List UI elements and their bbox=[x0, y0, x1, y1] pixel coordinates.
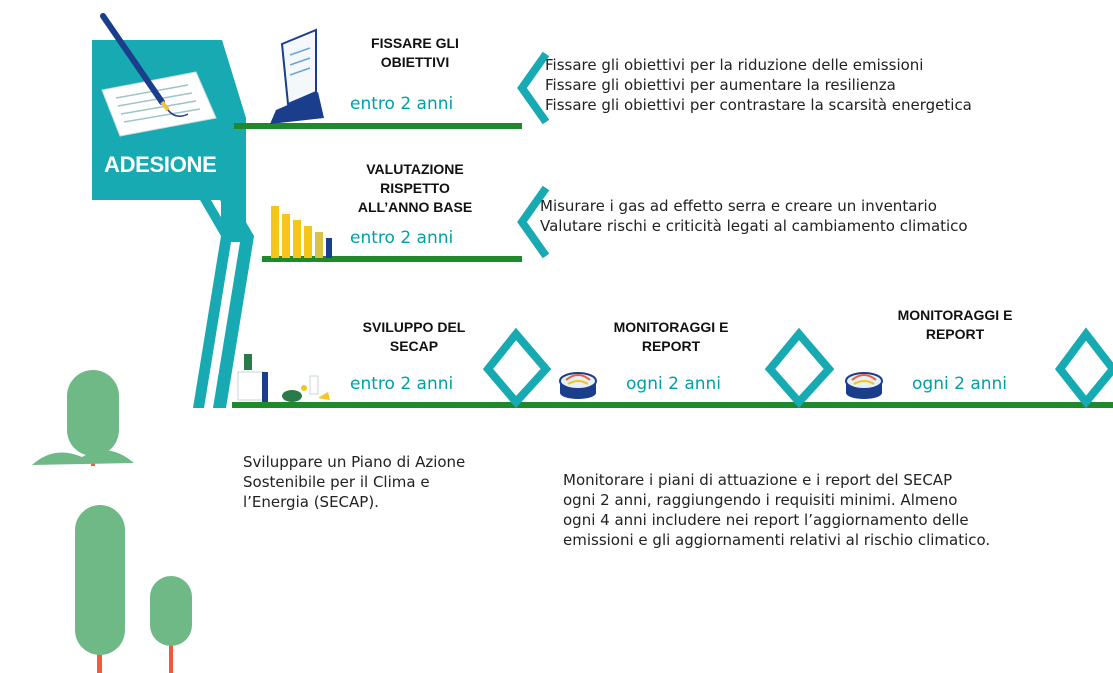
adesione-banner bbox=[92, 40, 246, 242]
tree-icon bbox=[75, 505, 125, 673]
planning-board-icon bbox=[270, 28, 324, 124]
monitoring-desc: Monitorare i piani di attuazione e i rep… bbox=[563, 471, 991, 549]
step-title-sviluppo: SVILUPPO DEL SECAP bbox=[362, 319, 466, 354]
chevron-icon-1 bbox=[517, 51, 550, 125]
diamond-icon-1 bbox=[482, 327, 552, 409]
step-desc-sviluppo: Sviluppare un Piano di Azione Sostenibil… bbox=[243, 453, 466, 511]
monitoring-device-icon bbox=[845, 372, 883, 399]
chevron-icon-2 bbox=[517, 185, 550, 259]
diamond-icon-2 bbox=[764, 327, 835, 409]
monitoring-device-icon bbox=[559, 372, 597, 399]
step-time-monitoraggi-2: ogni 2 anni bbox=[912, 374, 1008, 394]
timeline-bar-1 bbox=[234, 123, 522, 129]
timeline-bar-3 bbox=[232, 402, 1113, 408]
adesione-label: ADESIONE bbox=[104, 152, 217, 177]
diamond-icon-3 bbox=[1054, 327, 1113, 409]
step-time-fissare: entro 2 anni bbox=[350, 94, 454, 114]
tree-icon bbox=[32, 370, 134, 466]
step-time-monitoraggi-1: ogni 2 anni bbox=[626, 374, 722, 394]
timeline-bar-2 bbox=[262, 256, 522, 262]
planning-items-icon bbox=[237, 354, 330, 402]
step-time-sviluppo: entro 2 anni bbox=[350, 374, 454, 394]
step-title-valutazione: VALUTAZIONE RISPETTO ALL’ANNO BASE bbox=[357, 161, 473, 215]
step-title-monitoraggi-2: MONITORAGGI E REPORT bbox=[897, 307, 1013, 342]
chevron-stripe-2 bbox=[193, 200, 232, 408]
bar-chart-icon bbox=[271, 206, 332, 258]
signing-document-icon bbox=[100, 13, 217, 137]
chevron-stripe-1 bbox=[213, 200, 254, 408]
tree-icon bbox=[150, 576, 192, 673]
step-time-valutazione: entro 2 anni bbox=[350, 228, 454, 248]
step-title-monitoraggi-1: MONITORAGGI E REPORT bbox=[613, 319, 729, 354]
step-desc-fissare: Fissare gli obiettivi per la riduzione d… bbox=[545, 56, 972, 114]
step-desc-valutazione: Misurare i gas ad effetto serra e creare… bbox=[540, 197, 968, 235]
step-title-fissare: FISSARE GLI OBIETTIVI bbox=[371, 35, 459, 70]
